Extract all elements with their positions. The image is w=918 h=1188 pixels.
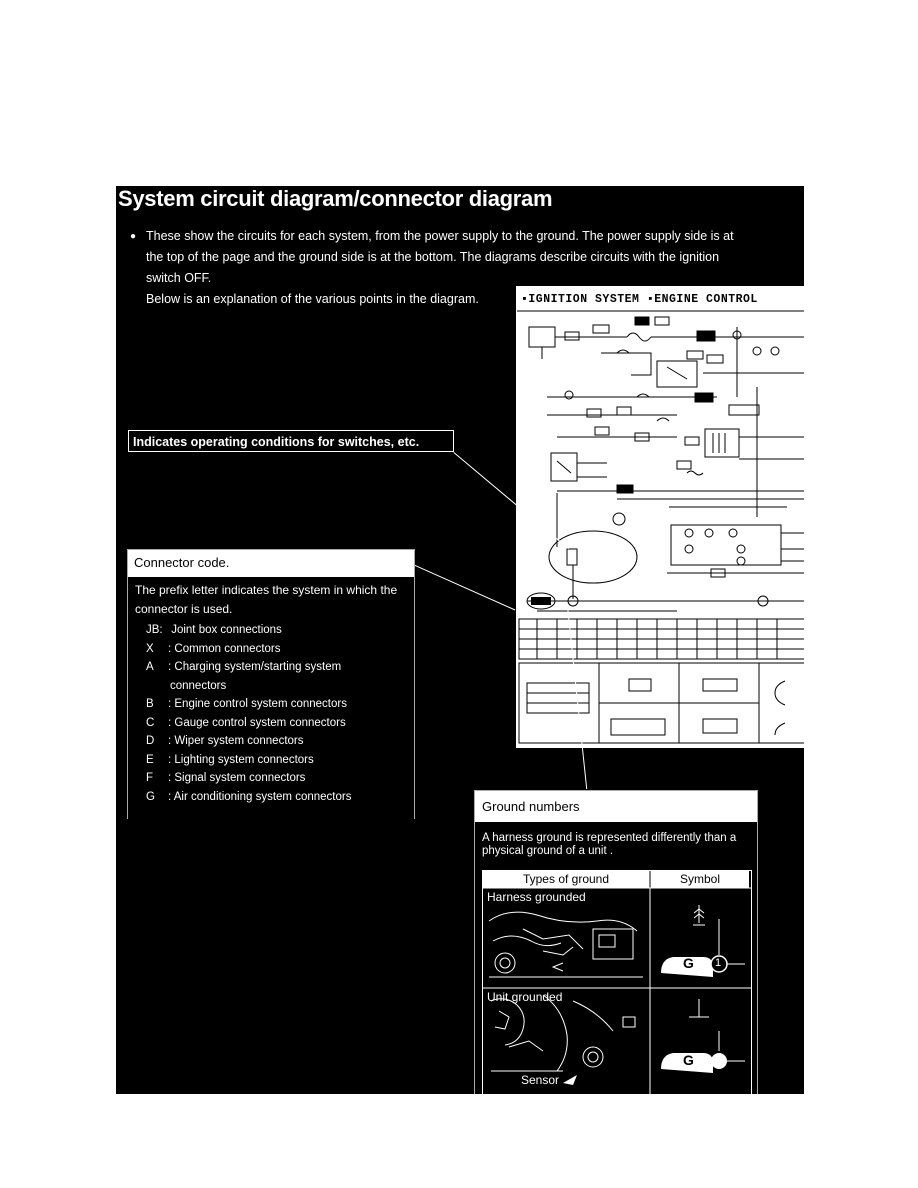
connector-code-list: JB: Joint box connections X: Common conn… xyxy=(146,621,351,806)
list-item: X: Common connectors xyxy=(146,642,281,655)
connector-code-panel: Connector code. The prefix letter indica… xyxy=(127,549,415,819)
circuit-schematic: ▪IGNITION SYSTEM ▪ENGINE CONTROL xyxy=(516,286,804,748)
list-item: A: Charging system/starting system xyxy=(146,661,342,673)
ground-symbol-letter: G xyxy=(683,955,694,971)
list-item: F: Signal system connectors xyxy=(146,772,306,784)
connector-code-title: Connector code. xyxy=(134,555,230,570)
list-item: B: Engine control system connectors xyxy=(146,698,347,710)
column-header-types: Types of ground xyxy=(483,871,649,888)
list-item: C: Gauge control system connectors xyxy=(146,716,346,729)
ground-types-table: Types of ground Symbol xyxy=(482,870,752,1094)
list-item: E: Lighting system connectors xyxy=(146,753,314,766)
bullet-icon: ● xyxy=(130,231,137,242)
connector-code-description: The prefix letter indicates the system i… xyxy=(135,583,398,616)
schematic-title: ▪IGNITION SYSTEM ▪ENGINE CONTROL xyxy=(521,293,758,306)
operating-conditions-callout: Indicates operating conditions for switc… xyxy=(128,430,454,452)
row-label-harness-grounded: Harness grounded xyxy=(487,890,586,904)
intro-line: switch OFF. xyxy=(146,271,212,285)
list-item: G: Air conditioning system connectors xyxy=(146,790,352,803)
ground-illustrations xyxy=(483,871,751,1094)
row-label-unit-grounded: Unit grounded xyxy=(487,990,563,1004)
page-title: System circuit diagram/connector diagram xyxy=(118,186,553,211)
ground-numbers-description: A harness ground is represented differen… xyxy=(482,832,737,857)
manual-page: System circuit diagram/connector diagram… xyxy=(116,186,804,1094)
leader-line xyxy=(412,564,516,611)
ground-number-badge: 1 xyxy=(715,957,722,969)
schematic-drawing xyxy=(517,310,804,744)
ground-numbers-panel: Ground numbers A harness ground is repre… xyxy=(474,790,758,1094)
sensor-label: Sensor xyxy=(521,1073,560,1087)
intro-line: These show the circuits for each system,… xyxy=(146,229,734,243)
list-item: connectors xyxy=(170,679,227,692)
intro-line: the top of the page and the ground side … xyxy=(146,250,720,264)
column-header-symbol: Symbol xyxy=(651,871,749,888)
intro-line: Below is an explanation of the various p… xyxy=(146,292,479,306)
ground-numbers-title: Ground numbers xyxy=(482,799,580,814)
ground-symbol-letter: G xyxy=(683,1052,694,1068)
list-item: D: Wiper system connectors xyxy=(146,735,304,747)
list-item: JB: Joint box connections xyxy=(146,624,282,636)
